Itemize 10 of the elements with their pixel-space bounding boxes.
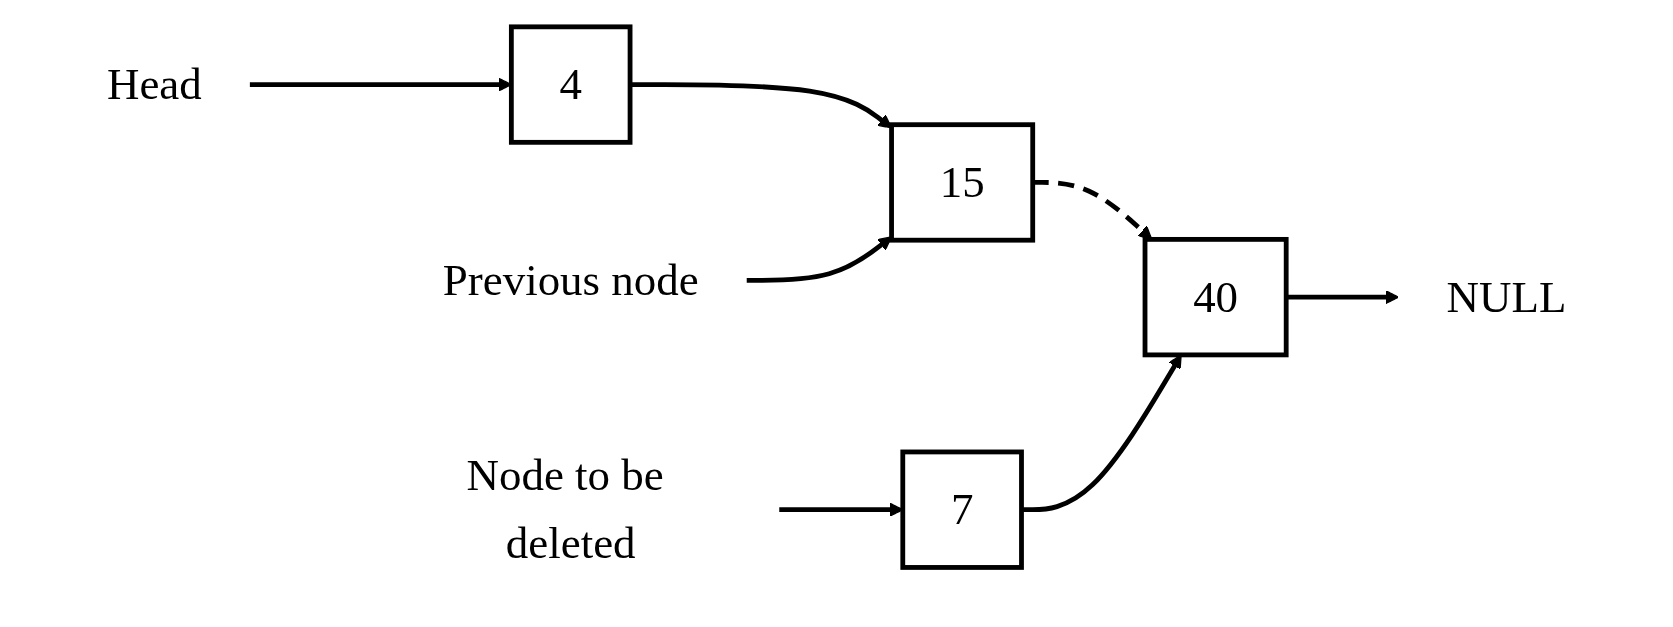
- node-box: 7: [900, 449, 1024, 570]
- node-text: Previous node: [442, 254, 699, 304]
- arrow: [746, 235, 892, 283]
- node-text: Head: [106, 58, 202, 109]
- node-text: Node to be deleted: [466, 449, 664, 567]
- node-box: 4: [508, 23, 633, 145]
- node-box: 15: [888, 121, 1035, 243]
- arrow: [1286, 289, 1399, 304]
- node-text: NULL: [1446, 270, 1567, 321]
- node-box: 40: [1142, 236, 1289, 357]
